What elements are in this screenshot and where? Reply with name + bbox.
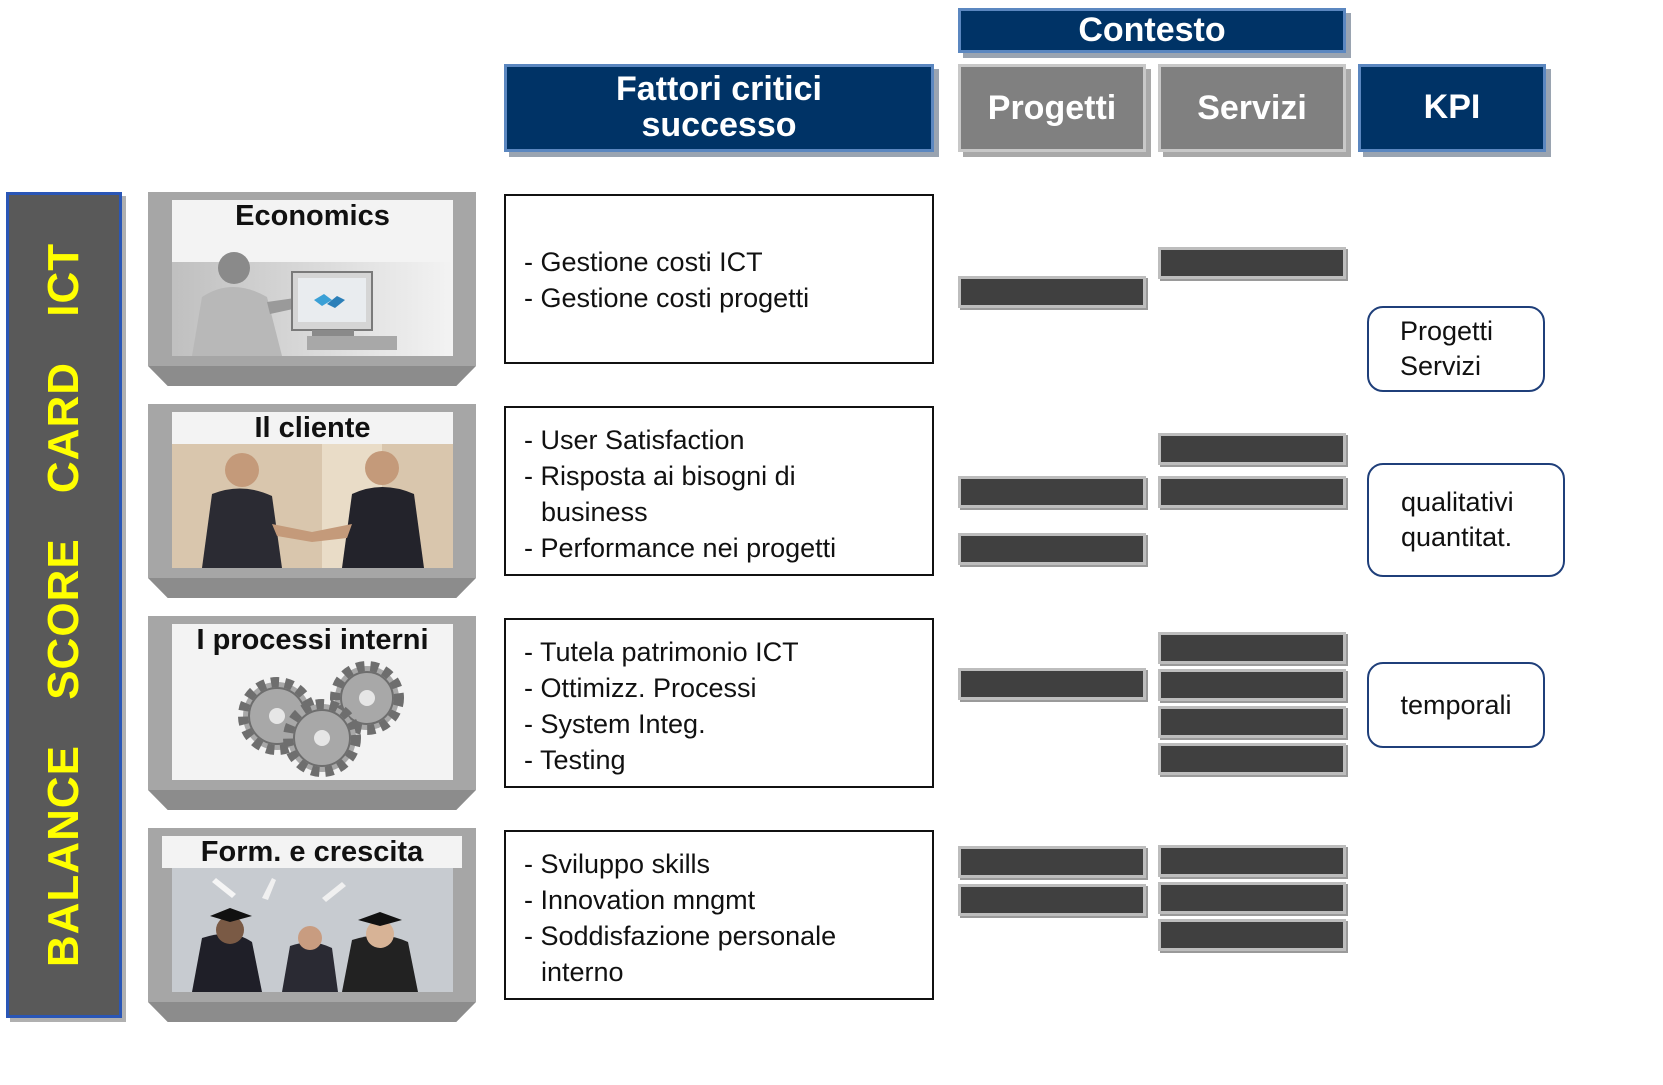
servizi-bar	[1158, 476, 1346, 508]
servizi-bar	[1158, 669, 1346, 701]
servizi-bar	[1158, 743, 1346, 775]
servizi-bar	[1158, 845, 1346, 877]
kpi-box-progetti-servizi: Progetti Servizi	[1367, 306, 1545, 392]
kpi-box-temporali: temporali	[1367, 662, 1545, 748]
factor-item: - User Satisfaction	[524, 425, 745, 455]
factor-item: - Innovation mngmt	[524, 885, 756, 915]
factor-box-cliente: - User Satisfaction - Risposta ai bisogn…	[504, 406, 934, 576]
area-card-economics: Economics	[148, 192, 476, 366]
area-card-base	[148, 366, 476, 386]
handshake-icon	[172, 444, 453, 568]
factor-item: - Soddisfazione personale	[524, 921, 837, 951]
servizi-bar	[1158, 919, 1346, 951]
progetti-bar	[958, 884, 1146, 916]
factor-box-formazione: - Sviluppo skills - Innovation mngmt - S…	[504, 830, 934, 1000]
factor-item: - System Integ.	[524, 709, 706, 739]
contesto-header: Contesto	[958, 8, 1346, 53]
kpi-text: temporali	[1400, 689, 1512, 720]
balance-score-card-banner: BALANCE SCORE CARD ICT	[6, 192, 122, 1018]
progetti-bar	[958, 476, 1146, 508]
factor-item: - Ottimizz. Processi	[524, 673, 757, 703]
servizi-bar	[1158, 706, 1346, 738]
factor-item: - Gestione costi progetti	[524, 283, 810, 313]
factor-item: - Performance nei progetti	[524, 533, 837, 563]
factor-item: - Gestione costi ICT	[524, 247, 763, 277]
progetti-header: Progetti	[958, 64, 1146, 152]
servizi-header: Servizi	[1158, 64, 1346, 152]
kpi-header: KPI	[1358, 64, 1546, 152]
area-title: I processi interni	[172, 624, 453, 656]
progetti-bar	[958, 276, 1146, 308]
kpi-text: Progetti	[1400, 316, 1494, 346]
banner-text: BALANCE SCORE CARD ICT	[39, 242, 88, 968]
kpi-text: quantitat.	[1401, 522, 1513, 552]
factor-item: - Testing	[524, 745, 626, 775]
factor-item: business	[541, 497, 648, 527]
kpi-text: qualitativi	[1401, 487, 1514, 517]
area-card-base	[148, 1002, 476, 1022]
area-card-base	[148, 790, 476, 810]
kpi-text: Servizi	[1400, 351, 1482, 381]
business-chart-icon	[172, 252, 453, 356]
graduates-icon	[172, 868, 453, 992]
fattori-header-line-2: successo	[641, 106, 797, 144]
progetti-bar	[958, 668, 1146, 700]
area-title: Economics	[172, 200, 453, 232]
factor-item: interno	[541, 957, 624, 987]
factor-item: - Sviluppo skills	[524, 849, 711, 879]
kpi-box-qualitativi: qualitativi quantitat.	[1367, 463, 1565, 577]
area-card-cliente: Il cliente	[148, 404, 476, 578]
servizi-bar	[1158, 247, 1346, 279]
area-card-processi: I processi interni	[148, 616, 476, 790]
factor-box-processi: - Tutela patrimonio ICT - Ottimizz. Proc…	[504, 618, 934, 788]
factor-item: - Risposta ai bisogni di	[524, 461, 796, 491]
factor-item: - Tutela patrimonio ICT	[524, 637, 799, 667]
servizi-bar	[1158, 433, 1346, 465]
area-card-formazione: Form. e crescita	[148, 828, 476, 1002]
factor-box-economics: - Gestione costi ICT - Gestione costi pr…	[504, 194, 934, 364]
servizi-bar	[1158, 632, 1346, 664]
servizi-bar	[1158, 882, 1346, 914]
progetti-bar	[958, 846, 1146, 878]
area-card-base	[148, 578, 476, 598]
area-title: Form. e crescita	[162, 836, 462, 868]
area-title: Il cliente	[172, 412, 453, 444]
fattori-header-line-1: Fattori critici	[616, 70, 822, 109]
fattori-critici-header: Fattori critici successo	[504, 64, 934, 152]
gears-icon	[238, 661, 404, 777]
progetti-bar	[958, 533, 1146, 565]
